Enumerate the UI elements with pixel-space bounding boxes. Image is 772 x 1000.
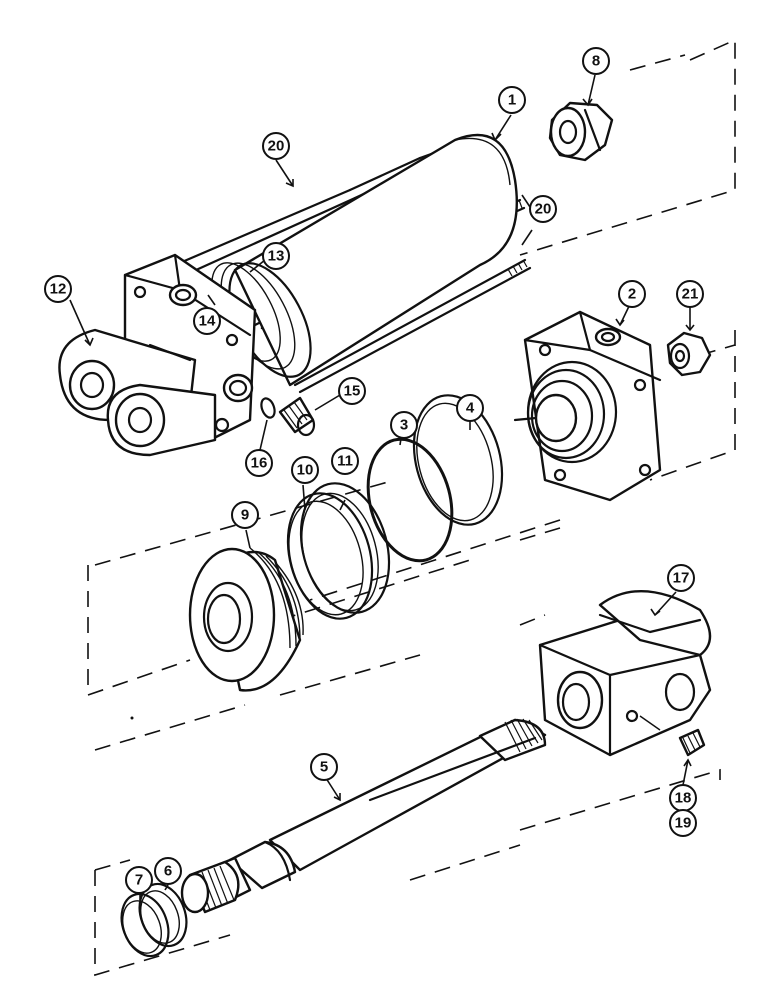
callout-4: 4	[456, 394, 484, 422]
svg-text:6: 6	[164, 863, 172, 880]
callout-7: 7	[125, 866, 153, 894]
callout-17: 17	[667, 564, 695, 592]
svg-text:2: 2	[628, 286, 636, 303]
callout-3: 3	[390, 411, 418, 439]
svg-text:8: 8	[592, 53, 600, 70]
svg-text:1: 1	[508, 92, 516, 109]
cylinder-head	[513, 310, 662, 502]
callout-18: 18	[669, 784, 697, 812]
svg-text:12: 12	[50, 281, 67, 298]
callout-20-right: 20	[529, 195, 557, 223]
callout-10: 10	[291, 456, 319, 484]
callout-15: 15	[338, 377, 366, 405]
nut-21	[666, 331, 712, 377]
svg-text:21: 21	[682, 286, 699, 303]
svg-text:7: 7	[135, 872, 143, 889]
svg-text:17: 17	[673, 570, 690, 587]
callout-2: 2	[618, 280, 646, 308]
callout-21: 21	[676, 280, 704, 308]
rod-clevis	[538, 589, 712, 757]
callout-8: 8	[582, 47, 610, 75]
svg-text:15: 15	[344, 383, 361, 400]
callout-9: 9	[231, 501, 259, 529]
callout-16: 16	[245, 449, 273, 477]
piston-rod	[180, 718, 547, 914]
svg-text:3: 3	[400, 417, 408, 434]
plug-and-oring-15-16	[260, 396, 316, 437]
callout-19: 19	[669, 809, 697, 837]
svg-text:5: 5	[320, 759, 328, 776]
svg-text:19: 19	[675, 815, 692, 832]
cylinder-barrel	[211, 133, 519, 387]
set-screw	[678, 728, 706, 757]
nut-8	[548, 101, 614, 162]
svg-text:20: 20	[268, 138, 285, 155]
svg-text:11: 11	[337, 453, 353, 470]
callout-20-top: 20	[262, 132, 290, 160]
seal-rings	[286, 394, 504, 620]
callout-12: 12	[44, 275, 72, 303]
base-end-cap	[58, 253, 257, 457]
svg-text:16: 16	[251, 455, 268, 472]
svg-text:4: 4	[466, 400, 475, 417]
svg-text:9: 9	[241, 507, 249, 524]
stray-dot	[130, 716, 134, 720]
callout-1: 1	[498, 86, 526, 114]
callout-14: 14	[193, 307, 221, 335]
svg-text:20: 20	[535, 201, 552, 218]
svg-text:18: 18	[675, 790, 692, 807]
callout-5: 5	[310, 753, 338, 781]
svg-text:13: 13	[268, 248, 285, 265]
callout-6: 6	[154, 857, 182, 885]
piston	[188, 547, 304, 692]
callout-13: 13	[262, 242, 290, 270]
callout-11: 11	[331, 447, 359, 475]
svg-text:14: 14	[199, 313, 216, 330]
svg-text:10: 10	[297, 462, 314, 479]
